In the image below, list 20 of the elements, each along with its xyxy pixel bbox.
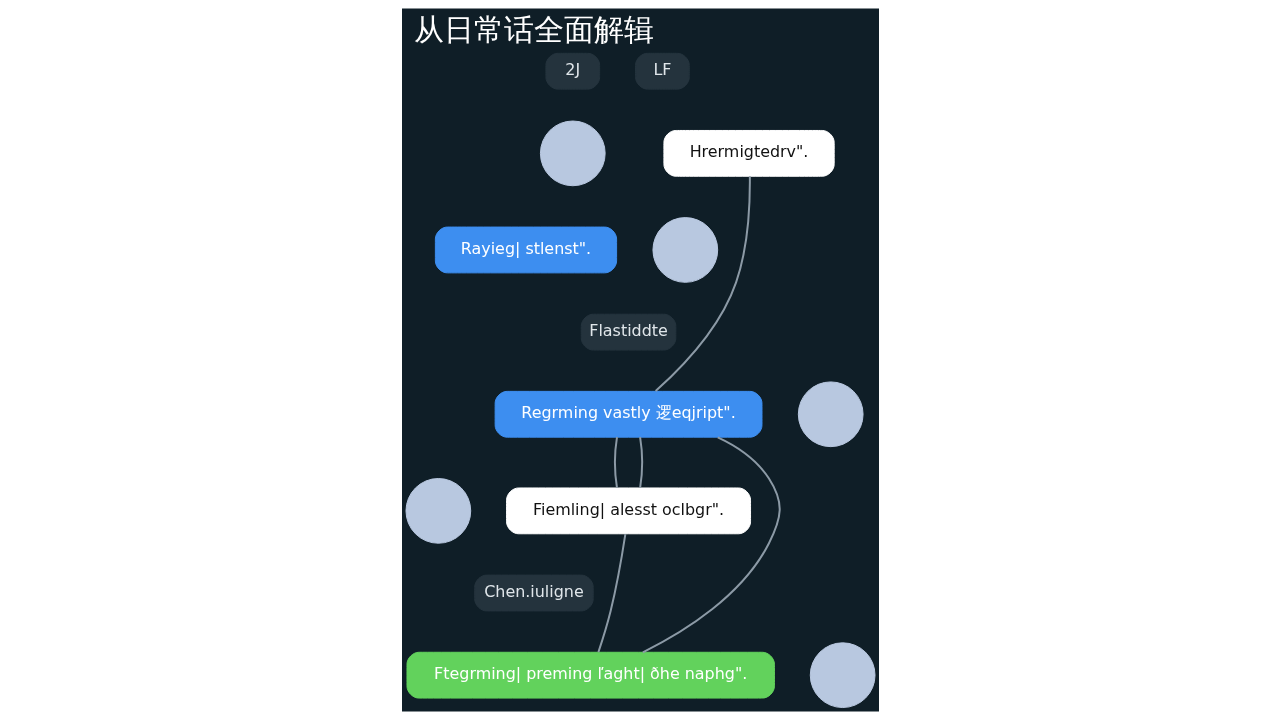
connector (654, 175, 751, 393)
node-person (809, 642, 875, 709)
node-box: Fiemling| alesst oclbgr". (505, 487, 751, 535)
node-person (539, 120, 606, 187)
node-person (797, 381, 864, 448)
label: Flastiddte (588, 320, 668, 340)
diagram-title: 从日常话全面解辑 (413, 12, 654, 48)
connector (613, 436, 618, 489)
node-person (651, 217, 718, 283)
node-box: Ftegrming| preming ľaght| ðhe naphg". (406, 651, 775, 699)
node-box: Regrming vastly 逻eqjript". (494, 390, 762, 438)
node-person (405, 478, 471, 544)
label: LF (652, 60, 671, 79)
node-box: Hrermigtedrv". (662, 129, 835, 177)
label: Chen.iuligne (483, 581, 584, 601)
connector (596, 533, 626, 654)
connector (641, 436, 781, 654)
connector (638, 436, 643, 489)
node-box: Rayieg| stlenst". (434, 226, 617, 274)
label: 2J (564, 60, 580, 79)
